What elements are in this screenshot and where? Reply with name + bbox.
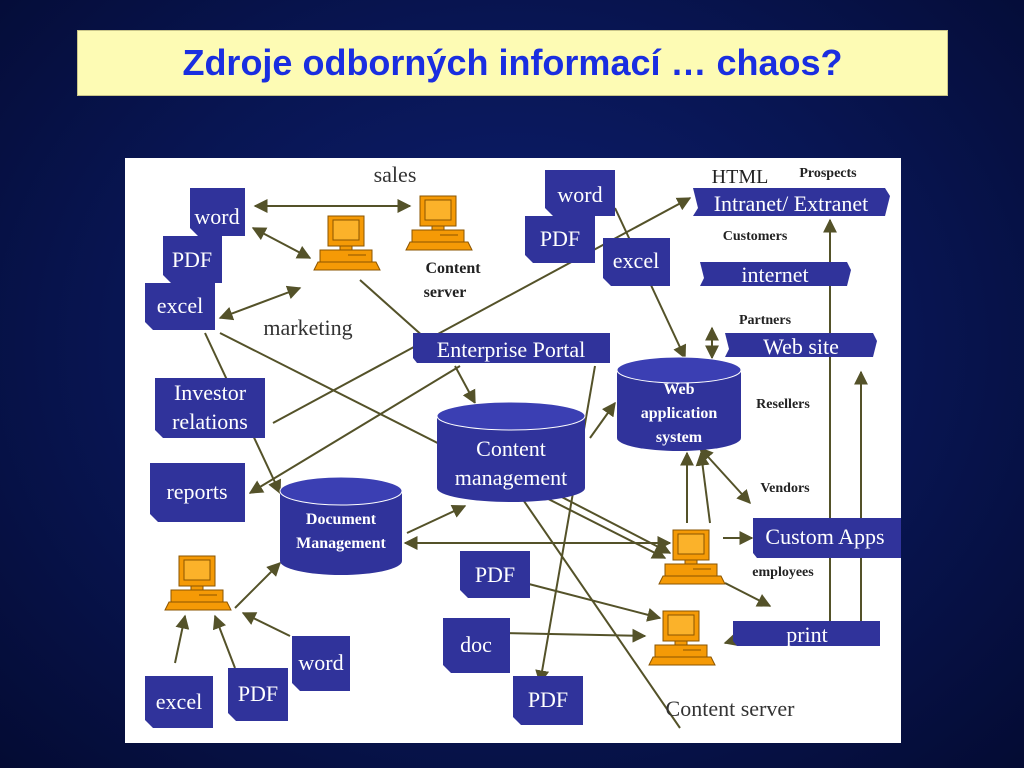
dm-line1: Document: [306, 511, 377, 528]
doc-pdf-bottom-left: PDF: [228, 668, 288, 721]
computer-content-server-bottom-icon: [648, 610, 716, 666]
website-label: Web site: [763, 334, 839, 359]
label-content-server-top-2: server: [424, 284, 467, 301]
cm-line1: Content: [476, 436, 546, 461]
banner-custom-apps: Custom Apps: [753, 518, 901, 558]
label-partners: Partners: [739, 313, 792, 328]
computer-content-server-top-icon: [405, 195, 473, 251]
banner-web-site: Web site: [725, 333, 877, 359]
doc-word-top-left: word: [190, 188, 245, 236]
doc-pdf-top-center-label: PDF: [540, 226, 580, 251]
label-sales: sales: [374, 162, 417, 187]
cylinder-document-management: Document Management: [279, 476, 403, 575]
doc-excel-top-left: excel: [145, 283, 215, 330]
doc-word-bottom-left-label: word: [298, 650, 343, 675]
doc-pdf-bottom-left-label: PDF: [238, 681, 278, 706]
doc-pdf-mid: PDF: [460, 551, 530, 598]
web-line1: Web: [663, 381, 694, 398]
information-chaos-diagram: word PDF excel word PDF excel Investor r…: [145, 162, 901, 729]
title-box: Zdroje odborných informací … chaos?: [77, 30, 948, 96]
label-customers: Customers: [723, 229, 788, 244]
label-employees: employees: [752, 565, 814, 580]
investor-line1: Investor: [174, 380, 247, 405]
doc-pdf-bottom-label: PDF: [528, 687, 568, 712]
banner-internet: internet: [700, 262, 851, 287]
web-line2: application: [641, 405, 718, 422]
doc-word-top-center-label: word: [557, 182, 602, 207]
cylinder-content-management: Content management: [436, 401, 586, 502]
portal-label: Enterprise Portal: [437, 337, 585, 362]
doc-excel-top-center-label: excel: [613, 248, 659, 273]
dm-line2: Management: [296, 535, 386, 552]
doc-excel-top-center: excel: [603, 238, 670, 286]
investor-line2: relations: [172, 409, 248, 434]
doc-word-top-center: word: [545, 170, 615, 216]
print-label: print: [786, 622, 828, 647]
label-content-server-bottom: Content server: [666, 696, 796, 721]
doc-reports-label: reports: [166, 479, 227, 504]
doc-pdf-top-left: PDF: [163, 236, 222, 283]
internet-label: internet: [741, 262, 808, 287]
label-resellers: Resellers: [756, 397, 810, 412]
cylinder-web-application-system: Web application system: [616, 356, 742, 451]
banner-enterprise-portal: Enterprise Portal: [413, 333, 610, 363]
computer-sales-icon: [313, 215, 381, 271]
banner-print: print: [733, 621, 880, 647]
label-content-server-top-1: Content: [425, 260, 481, 277]
web-line3: system: [656, 429, 703, 446]
doc-word-bottom-left: word: [292, 636, 350, 691]
label-prospects: Prospects: [799, 166, 857, 181]
custom-apps-label: Custom Apps: [765, 524, 884, 549]
label-marketing: marketing: [263, 315, 352, 340]
doc-investor-relations: Investor relations: [155, 378, 265, 438]
doc-pdf-mid-label: PDF: [475, 562, 515, 587]
computer-left-icon: [164, 555, 232, 611]
doc-excel-top-left-label: excel: [157, 293, 203, 318]
doc-pdf-top-left-label: PDF: [172, 247, 212, 272]
label-vendors: Vendors: [760, 481, 810, 496]
diagram-panel: word PDF excel word PDF excel Investor r…: [125, 158, 901, 743]
banner-intranet-extranet: Intranet/ Extranet: [693, 188, 890, 216]
intranet-label: Intranet/ Extranet: [714, 191, 869, 216]
doc-excel-bottom-left: excel: [145, 676, 213, 728]
doc-pdf-top-center: PDF: [525, 216, 595, 263]
cm-line2: management: [455, 465, 567, 490]
doc-doc-mid-label: doc: [460, 632, 492, 657]
doc-excel-bottom-left-label: excel: [156, 689, 202, 714]
doc-reports: reports: [150, 463, 245, 522]
label-html: HTML: [712, 166, 769, 188]
slide-title: Zdroje odborných informací … chaos?: [182, 42, 843, 83]
doc-doc-mid: doc: [443, 618, 510, 673]
computer-employees-icon: [658, 529, 726, 585]
doc-pdf-bottom: PDF: [513, 676, 583, 725]
doc-word-top-left-label: word: [194, 204, 239, 229]
